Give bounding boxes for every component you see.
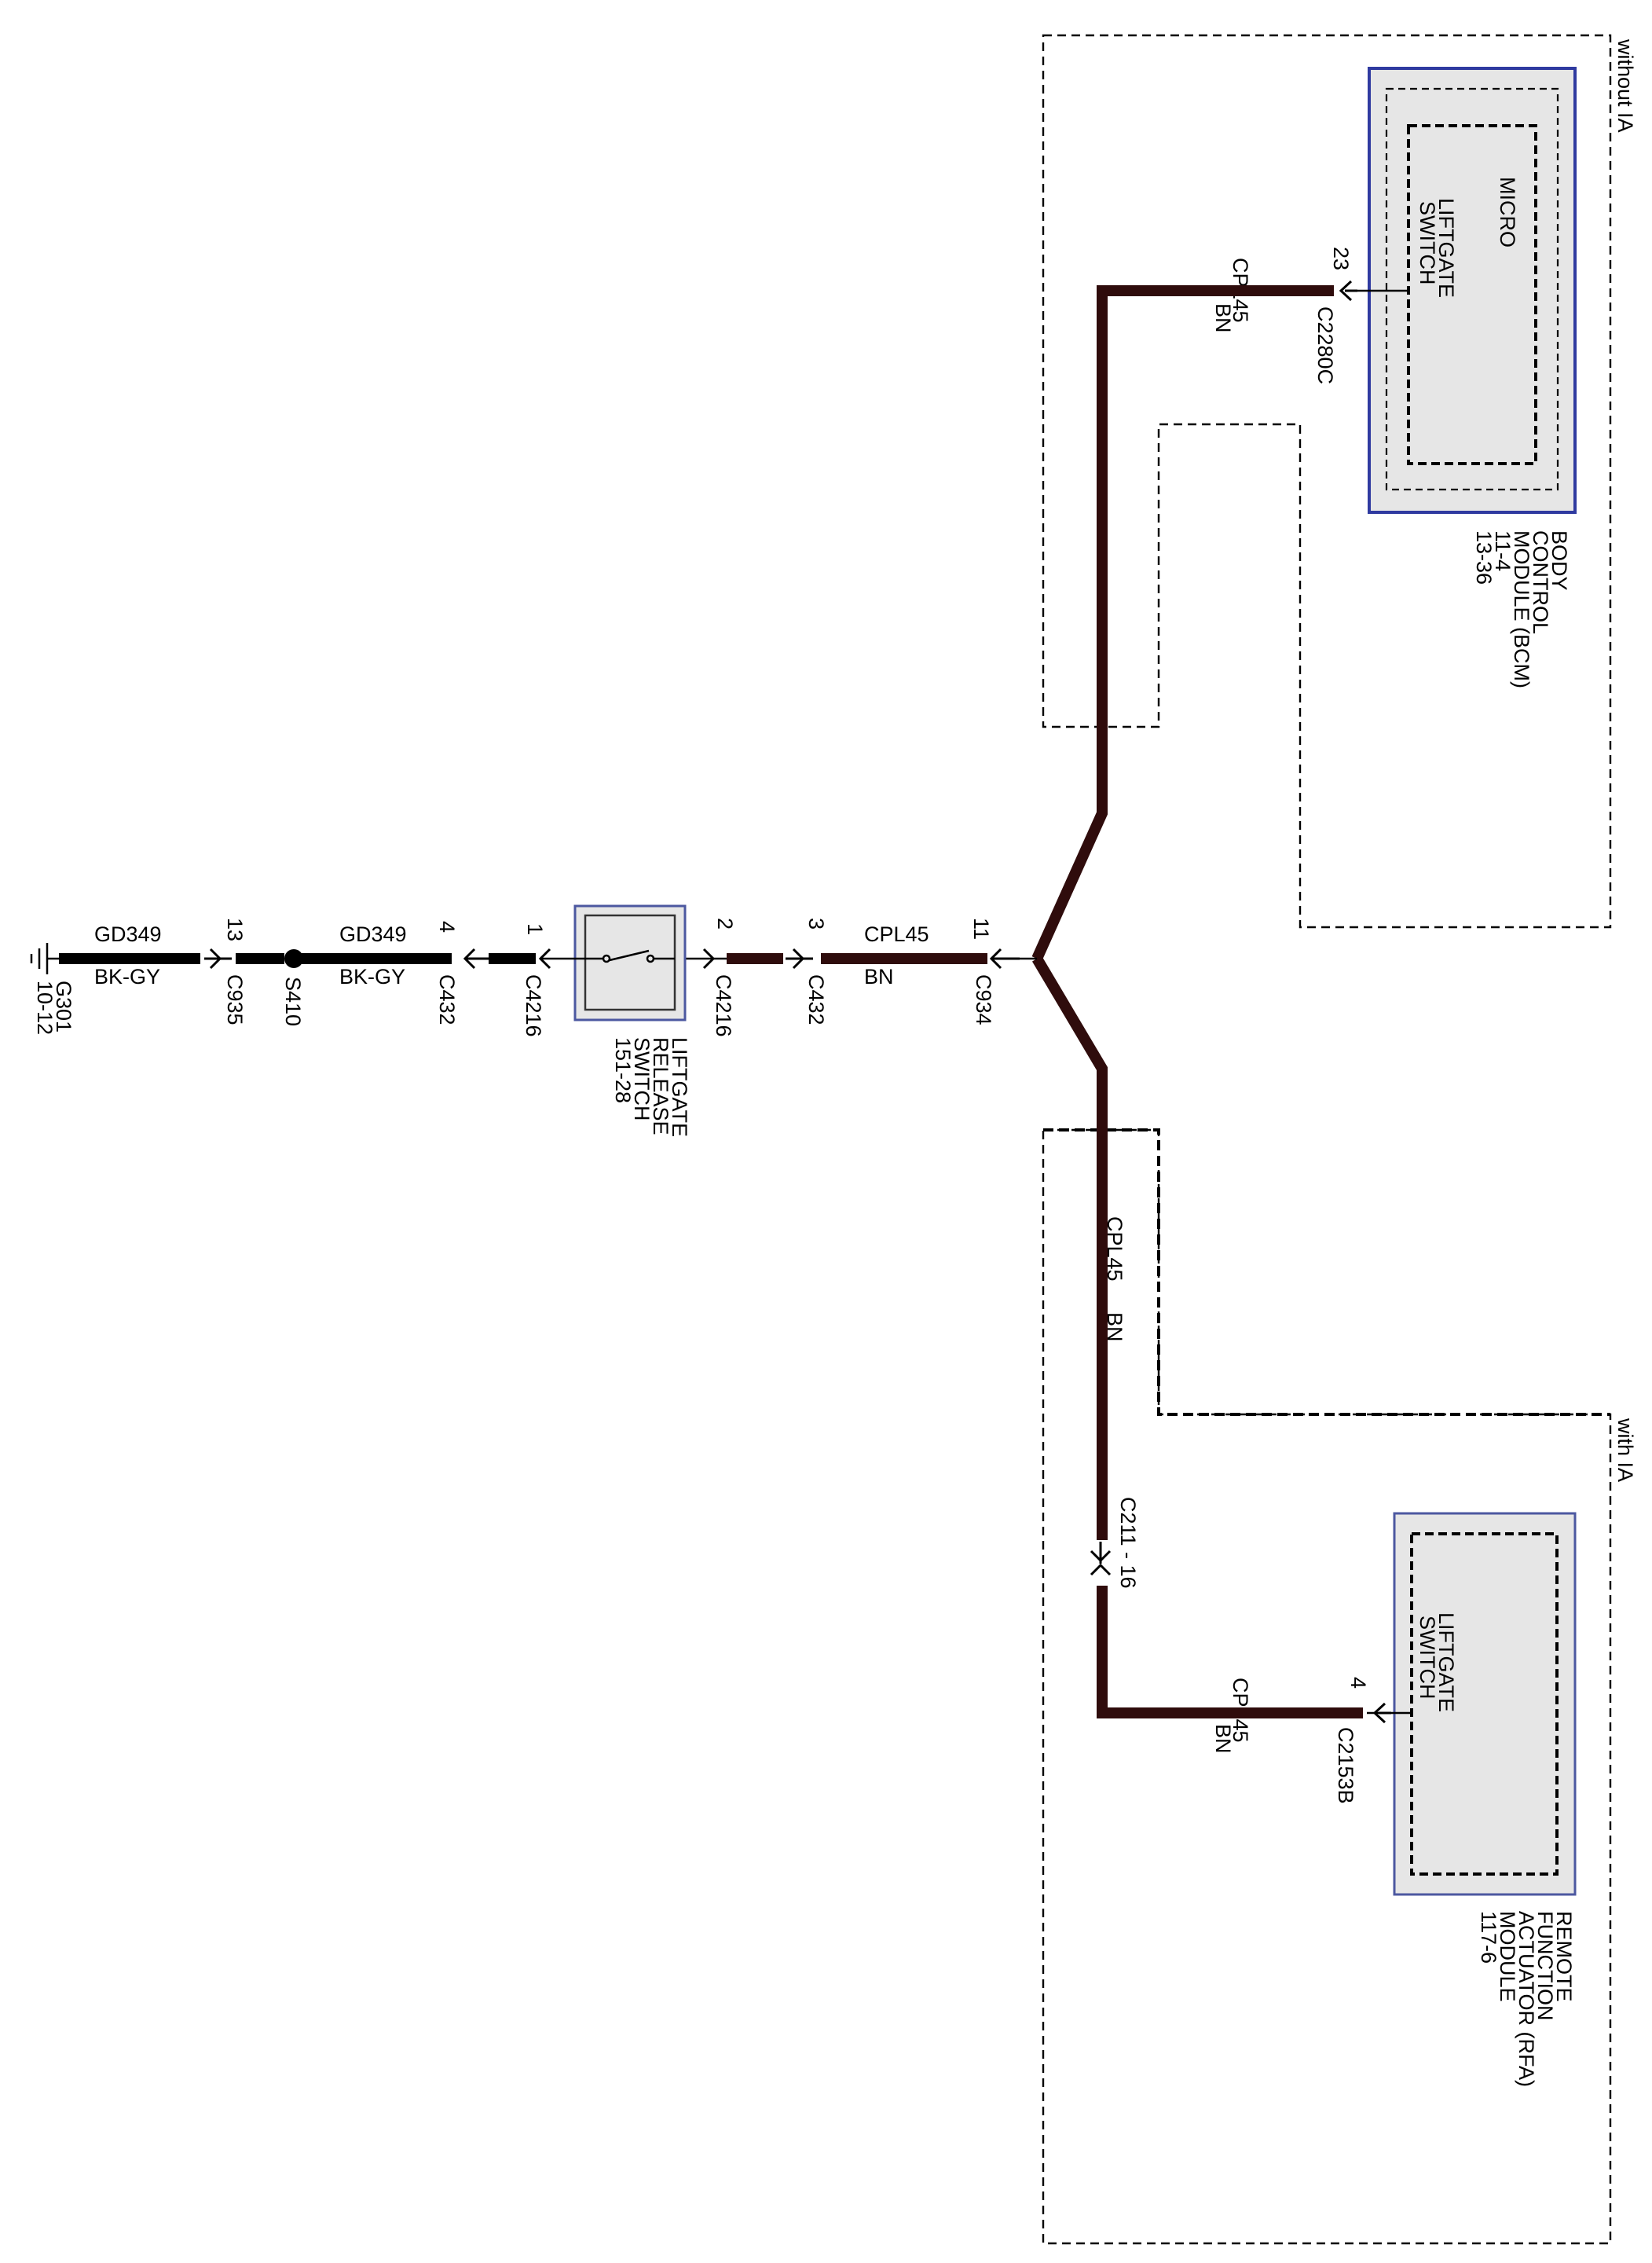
bcm-name-line-1: BODY <box>1548 530 1571 591</box>
trunk-wire-color: BN <box>864 965 894 988</box>
bcm-name-line-3: MODULE (BCM) <box>1510 530 1533 688</box>
rfa-wire-color: BN <box>1211 1724 1235 1754</box>
ground-g301-label: G301 <box>52 981 75 1032</box>
ground-page-ref: 10-12 <box>33 981 57 1035</box>
wire-gd349-ground-to-c935 <box>59 953 200 964</box>
rfa-name-line-3: ACTUATOR (RFA) <box>1515 1911 1538 2087</box>
c935-pin13-symbol <box>204 948 232 970</box>
gd349-circuit-a: GD349 <box>339 922 407 946</box>
s410-splice <box>284 949 303 968</box>
c211-connector-symbol <box>1090 1542 1112 1576</box>
bcm-micro-outline <box>1385 87 1559 491</box>
without-ia-label: without IA <box>1614 39 1637 133</box>
wire-cpl45-c432-to-c934 <box>821 953 987 964</box>
rfa-name-line-1: REMOTE <box>1552 1911 1576 2002</box>
rfa-switch-outline <box>1410 1532 1559 1876</box>
rfa-box <box>1393 1512 1577 1896</box>
release-switch-name-3: SWITCH <box>630 1037 654 1120</box>
rfa-name-line-2: FUNCTION <box>1533 1911 1557 2020</box>
with-ia-label: with IA <box>1614 1418 1637 1482</box>
c935-label: C935 <box>223 974 247 1025</box>
bcm-wire-color: BN <box>1211 303 1235 333</box>
release-switch-blade <box>609 949 650 962</box>
body-control-module: MICRO LIFTGATE SWITCH BODY CONTROL MODUL… <box>1368 67 1577 688</box>
wire-cpl45-c211-to-rfa <box>1097 1586 1363 1718</box>
bcm-name-line-4: 11-4 <box>1491 530 1515 571</box>
c432-pin3-symbol <box>786 948 813 970</box>
c4216-pin2-number: 2 <box>713 918 737 930</box>
c934-connector-label: C934 <box>972 974 995 1025</box>
bcm-name-line-5: 13-36 <box>1472 530 1496 585</box>
c432-pin4-symbol <box>463 948 489 970</box>
c934-pin-number: 11 <box>969 918 993 940</box>
wire-cpl45-c4216-to-c432 <box>727 953 783 964</box>
c4216-pin2-label: C4216 <box>712 974 735 1037</box>
branch-wire-circuit: CPL45 <box>1103 1216 1126 1282</box>
branch-wire-color: BN <box>1103 1312 1126 1342</box>
wire-gd349-s410-to-c432 <box>299 953 452 964</box>
rfa-name-line-4: MODULE <box>1496 1911 1519 2002</box>
bcm-liftgate-label: LIFTGATE <box>1434 198 1458 298</box>
bcm-pin-number: 23 <box>1329 247 1353 270</box>
remote-function-actuator-module: LIFTGATE SWITCH REMOTE FUNCTION ACTUATOR… <box>1393 1512 1577 2087</box>
c211-connector-label: C211 - 16 <box>1116 1497 1140 1589</box>
rfa-name-line-5: 117-6 <box>1477 1911 1500 1964</box>
c4216-pin1-label: C4216 <box>522 974 545 1037</box>
release-switch-contact-a <box>602 954 611 963</box>
c4216-pin1-number: 1 <box>523 923 547 935</box>
gd349-circuit-b: GD349 <box>94 922 162 946</box>
wire-cpl45-to-bcm <box>1031 285 1334 961</box>
s410-label: S410 <box>281 977 305 1026</box>
release-switch-name-1: LIFTGATE <box>668 1037 691 1137</box>
c432-pin3-number: 3 <box>804 918 828 930</box>
without-ia-region <box>1042 34 1612 929</box>
rfa-connector-label: C2153B <box>1334 1727 1357 1804</box>
gd349-color-b: BK-GY <box>94 965 160 988</box>
rfa-pin-number: 4 <box>1346 1677 1370 1689</box>
c432-pin4-number: 4 <box>435 921 459 933</box>
wire-c432-to-c4216 <box>489 953 536 964</box>
release-switch-name-2: RELEASE <box>649 1037 672 1135</box>
rfa-pin-chevron <box>1372 1702 1391 1724</box>
c934-connector-symbol <box>989 948 1020 970</box>
wire-c935-to-s410 <box>236 953 284 964</box>
rfa-switch-label: SWITCH <box>1416 1616 1439 1699</box>
trunk-wire-circuit: CPL45 <box>864 922 929 946</box>
bcm-name-line-2: CONTROL <box>1529 530 1552 634</box>
c4216-pin1-symbol <box>538 948 551 970</box>
c432-pin4-label: C432 <box>435 974 459 1025</box>
rfa-liftgate-label: LIFTGATE <box>1434 1612 1458 1712</box>
bcm-pin-chevron <box>1339 280 1357 302</box>
c432-pin3-label: C432 <box>804 974 828 1025</box>
gd349-color-a: BK-GY <box>339 965 405 988</box>
bcm-switch-outline <box>1407 124 1537 465</box>
ground-icon <box>30 943 59 974</box>
bcm-micro-label: MICRO <box>1496 177 1519 248</box>
bcm-connector-label: C2280C <box>1313 306 1337 384</box>
release-switch-name-4: 151-28 <box>611 1037 635 1103</box>
bcm-switch-label: SWITCH <box>1416 201 1439 284</box>
release-switch-contact-b <box>646 954 655 963</box>
liftgate-release-switch: LIFTGATE RELEASE SWITCH 151-28 <box>573 904 691 1137</box>
release-switch-inner <box>584 914 676 1011</box>
wire-cpl45-to-c211 <box>1031 955 1108 1540</box>
with-ia-region-edge <box>1043 1128 1610 1416</box>
c935-pin-number: 13 <box>223 918 247 941</box>
